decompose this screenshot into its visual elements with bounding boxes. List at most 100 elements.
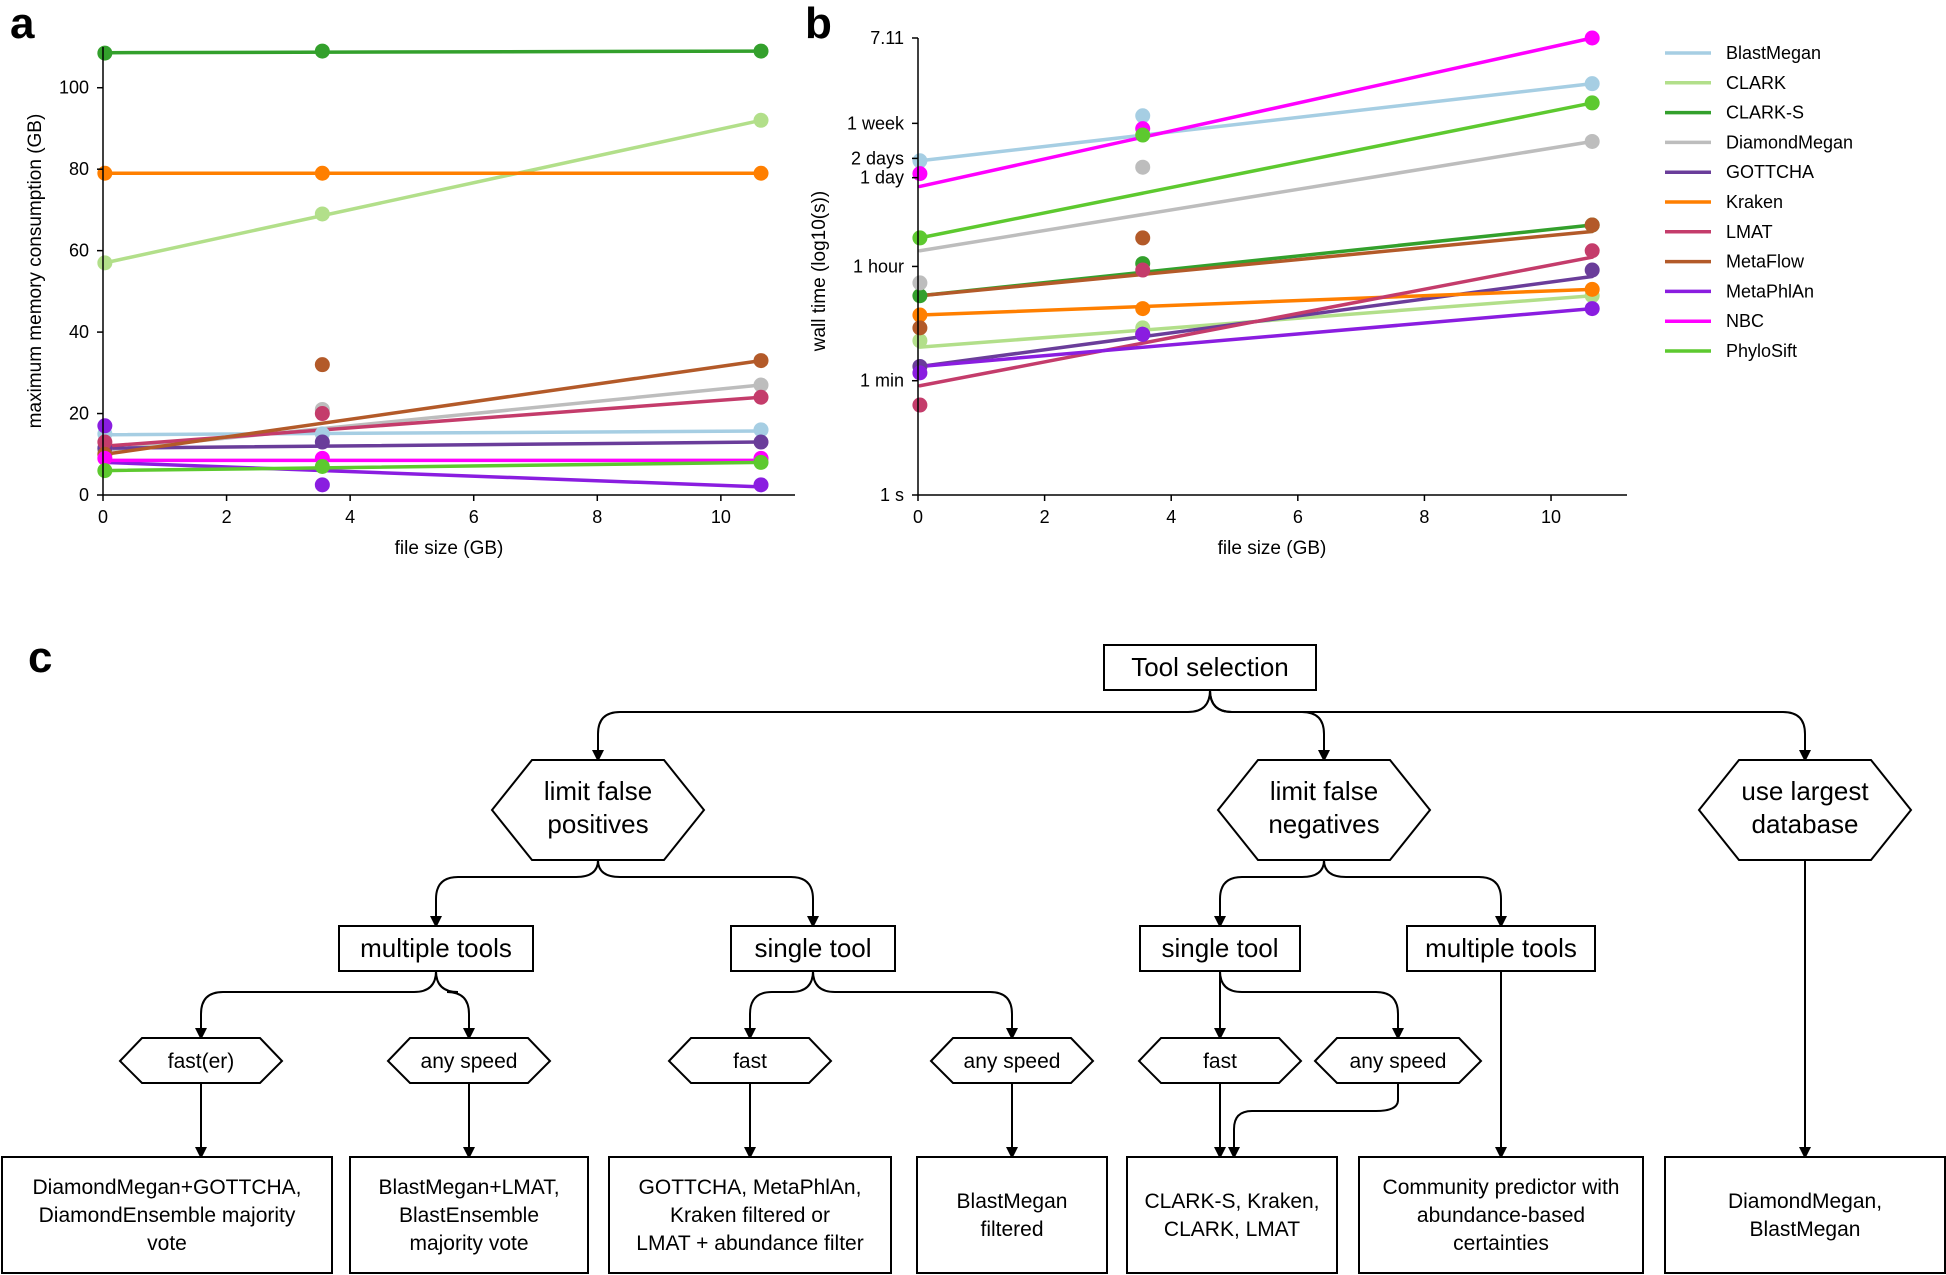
chart-b-y-label: wall time (log10(s)) <box>809 191 830 352</box>
chart-b-xtick-label: 4 <box>1166 507 1176 527</box>
svg-text:any speed: any speed <box>1350 1050 1447 1073</box>
node-largest-db-line2: database <box>1752 809 1859 839</box>
legend-label-lmat: LMAT <box>1726 222 1773 242</box>
chart-a-fit-metaflow <box>103 358 763 457</box>
leaf-3-line1: GOTTCHA, MetaPhlAn, <box>639 1176 862 1199</box>
edge-fps-any <box>812 970 1018 1040</box>
chart-a-point-clark <box>314 206 330 222</box>
chart-a-point-clark-s <box>753 43 769 59</box>
leaf-6: Community predictor with abundance-based… <box>1358 1156 1644 1274</box>
chart-a-point-gottcha <box>314 434 330 450</box>
chart-b-point-metaphlan <box>1584 301 1600 317</box>
node-fpm-fast: fast(er) <box>118 1037 284 1084</box>
chart-b-point-blastmegan <box>912 153 928 169</box>
legend-label-gottcha: GOTTCHA <box>1726 162 1814 182</box>
svg-text:single tool: single tool <box>1161 933 1278 963</box>
leaf-6-line2: abundance-based <box>1417 1204 1585 1227</box>
chart-b-point-blastmegan <box>1135 108 1151 124</box>
chart-b-xtick-label: 8 <box>1419 507 1429 527</box>
edge-fpm-any <box>435 970 475 1040</box>
chart-a-point-clark <box>753 112 769 128</box>
legend-label-metaphlan: MetaPhlAn <box>1726 281 1814 301</box>
node-fp-single: single tool <box>730 925 896 972</box>
leaf-2-line3: majority vote <box>409 1232 528 1255</box>
flowchart-nodes: Tool selection limit false positives lim… <box>1 644 1946 1274</box>
leaf-5-line1: CLARK-S, Kraken, <box>1144 1190 1319 1213</box>
edge-fp-single <box>597 859 819 928</box>
node-fps-any: any speed <box>929 1037 1095 1084</box>
chart-b-ytick-label: 1 hour <box>853 256 904 276</box>
leaf-4: BlastMegan filtered <box>916 1156 1108 1274</box>
chart-a-ytick-label: 20 <box>69 404 89 424</box>
leaf-7: DiamondMegan, BlastMegan <box>1664 1156 1946 1274</box>
chart-b-point-phylosift <box>1584 95 1600 111</box>
chart-b-fit-blastmegan <box>918 81 1594 163</box>
chart-a-point-lmat <box>314 406 330 422</box>
chart-a-point-kraken <box>753 165 769 181</box>
chart-b-plot <box>912 30 1600 413</box>
node-limit-fn-line1: limit false <box>1270 776 1378 806</box>
node-root: Tool selection <box>1103 644 1317 691</box>
chart-b-point-diamondmegan <box>912 275 928 291</box>
chart-a-xtick-label: 6 <box>469 507 479 527</box>
chart-a-xtick-label: 8 <box>592 507 602 527</box>
edge-root-db <box>1209 689 1811 762</box>
svg-text:Tool selection: Tool selection <box>1131 652 1289 682</box>
node-fps-fast: fast <box>667 1037 833 1084</box>
edge-root-fp <box>592 689 1211 762</box>
node-fp-multiple: multiple tools <box>338 925 534 972</box>
node-largest-db: use largest database <box>1697 759 1913 861</box>
edge-root-fn <box>1209 689 1330 762</box>
leaf-1: DiamondMegan+GOTTCHA, DiamondEnsemble ma… <box>1 1156 333 1274</box>
chart-a-point-lmat <box>97 434 113 450</box>
svg-text:any speed: any speed <box>964 1050 1061 1073</box>
chart-b-point-clark-s <box>912 288 928 304</box>
chart-a-ytick-label: 40 <box>69 322 89 342</box>
chart-a-point-metaphlan <box>314 477 330 493</box>
chart-a-x-label: file size (GB) <box>395 538 504 559</box>
chart-b-ytick-label: 1 week <box>847 113 905 133</box>
node-largest-db-line1: use largest <box>1741 776 1869 806</box>
chart-b-point-metaphlan <box>1135 326 1151 342</box>
leaf-6-line3: certainties <box>1453 1232 1549 1255</box>
leaf-1-line2: DiamondEnsemble majority <box>39 1204 296 1227</box>
chart-a-point-kraken <box>314 165 330 181</box>
chart-a-xtick-label: 10 <box>711 507 731 527</box>
chart-b-ytick-label: 1 min <box>860 371 904 391</box>
chart-a-point-clark-s <box>97 45 113 61</box>
node-fn-single: single tool <box>1139 925 1301 972</box>
legend-label-kraken: Kraken <box>1726 192 1783 212</box>
chart-b-ytick-label: 2 days <box>851 148 904 168</box>
legend-label-diamondmegan: DiamondMegan <box>1726 132 1853 152</box>
edge-fn-multiple <box>1323 859 1507 928</box>
chart-b-point-metaflow <box>1135 230 1151 246</box>
node-limit-fn-line2: negatives <box>1268 809 1379 839</box>
chart-b-fit-diamondmegan <box>918 139 1594 253</box>
chart-a-point-metaphlan <box>97 418 113 434</box>
node-fns-any: any speed <box>1313 1037 1483 1084</box>
leaf-4-line1: BlastMegan <box>957 1190 1068 1213</box>
chart-a-fit-clark-s <box>103 49 763 55</box>
chart-a-point-nbc <box>97 450 113 466</box>
leaf-7-line1: DiamondMegan, <box>1728 1190 1882 1213</box>
chart-b-xtick-label: 10 <box>1541 507 1561 527</box>
chart-a-point-clark-s <box>314 43 330 59</box>
chart-b-x-label: file size (GB) <box>1218 538 1327 559</box>
chart-b-point-lmat <box>1135 262 1151 278</box>
flowchart-connectors <box>195 689 1811 1159</box>
chart-a-fit-blastmegan <box>103 429 763 437</box>
leaf-2: BlastMegan+LMAT, BlastEnsemble majority … <box>349 1156 589 1274</box>
leaf-6-line1: Community predictor with <box>1383 1176 1620 1199</box>
chart-a-point-blastmegan <box>753 422 769 438</box>
chart-b-point-metaphlan <box>912 365 928 381</box>
chart-a-ytick-label: 60 <box>69 241 89 261</box>
chart-b-ytick-label: 1 day <box>860 168 904 188</box>
svg-text:multiple tools: multiple tools <box>1425 933 1577 963</box>
chart-a-fit-phylosift <box>103 460 763 473</box>
panel-label-b: b <box>805 0 832 48</box>
svg-text:multiple tools: multiple tools <box>360 933 512 963</box>
chart-a-point-diamondmegan <box>753 377 769 393</box>
